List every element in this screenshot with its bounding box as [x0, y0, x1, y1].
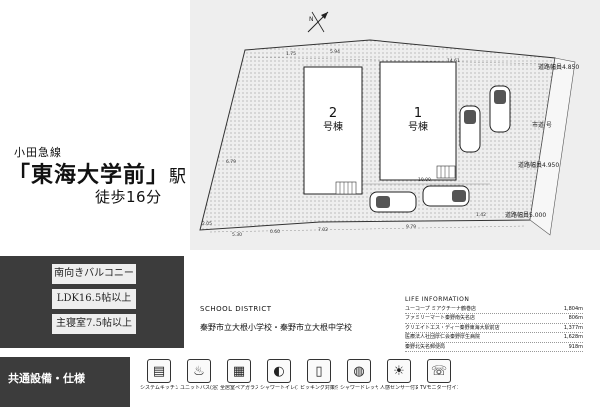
life-info-list: ユーコープ ミアクチーナ鶴巻店 1,804m ファミリーマート秦野南矢名店 806m… — [405, 305, 583, 353]
road-width-label: 道路幅員4.950 — [518, 162, 560, 169]
facility-name: クリエイトエス・ディー秦野東海大駅前店 — [405, 324, 500, 331]
life-info-title: LIFE INFORMATION — [405, 296, 470, 303]
life-info-row: 秦野北矢名郵便局 918m — [405, 343, 583, 353]
facility-name: ファミリーマート秦野南矢名店 — [405, 315, 476, 322]
equipment-item: ♨ ユニットバス(浴室乾燥暖房機付) — [180, 357, 218, 391]
kitchen-icon: ▤ — [147, 359, 171, 383]
building-2 — [303, 66, 363, 195]
road-width-label: 道路幅員4.850 — [538, 64, 580, 71]
station-label: 「東海大学前」 — [8, 163, 170, 188]
equipment-label: システムキッチン(浄水器・食洗機付) — [140, 385, 178, 391]
walk-time: 徒歩16分 — [95, 188, 162, 206]
road-name-label: 市道 号 — [532, 122, 552, 129]
school-district-title: SCHOOL DISTRICT — [200, 305, 272, 313]
equipment-list: ▤ システムキッチン(浄水器・食洗機付) ♨ ユニットバス(浴室乾燥暖房機付) ▦ 全… — [140, 357, 458, 391]
building-2-number: 2 — [328, 106, 338, 121]
equipment-title: 共通設備・仕様 — [0, 357, 130, 407]
school-district-text: 秦野市立大根小学校・秦野市立大根中学校 — [200, 323, 352, 332]
building-2-label: 2 号棟 — [321, 106, 345, 135]
facility-distance: 1,628m — [563, 334, 583, 341]
north-arrow-icon — [307, 11, 329, 33]
life-info-row: 医療法人社団厚仁会秦野厚生病院 1,628m — [405, 333, 583, 343]
stairs-1 — [436, 165, 456, 179]
facility-name: ユーコープ ミアクチーナ鶴巻店 — [405, 306, 477, 312]
equipment-item: ☀ 人感センサー付玄関照明 — [380, 357, 418, 391]
facility-name: 医療法人社団厚仁会秦野厚生病院 — [405, 334, 481, 341]
dimension-label: 1.42 — [476, 213, 487, 218]
window-icon: ▦ — [227, 359, 251, 383]
equipment-label: 全居室ペアガラス — [220, 385, 258, 391]
dimension-label: 7.02 — [318, 228, 329, 233]
life-info-row: ユーコープ ミアクチーナ鶴巻店 1,804m — [405, 305, 583, 315]
life-info-row: クリエイトエス・ディー秦野東海大駅前店 1,377m — [405, 324, 583, 334]
light-icon: ☀ — [387, 359, 411, 383]
life-info-row: ファミリーマート秦野南矢名店 806m — [405, 314, 583, 324]
site-plan: 2 号棟 1 号棟 N 道路幅員4.850 道路幅員4.950 道路幅員5.00… — [190, 0, 600, 250]
facility-distance: 806m — [568, 315, 583, 322]
feature-box: 南向きバルコニー LDK16.5帖以上 主寝室7.5帖以上 — [0, 256, 184, 348]
equipment-label: シャワートイレ(1F・2F) — [260, 385, 298, 391]
door-icon: ▯ — [307, 359, 331, 383]
dimension-label: 9.79 — [406, 225, 417, 230]
dimension-label: 0.60 — [270, 230, 281, 235]
dimension-label: 10.00 — [418, 178, 431, 183]
equipment-label: ピッキング対策付玄関ドア — [300, 385, 338, 391]
road-strip — [529, 57, 576, 236]
equipment-item: ▯ ピッキング対策付玄関ドア — [300, 357, 338, 391]
station-suffix: 駅 — [169, 167, 188, 187]
dimension-label: 14.61 — [447, 59, 460, 64]
feature-badge: 主寝室7.5帖以上 — [52, 314, 136, 334]
stairs-2 — [335, 181, 357, 195]
equipment-label: TVモニター付インターホン — [420, 385, 458, 391]
facility-distance: 1,377m — [563, 324, 583, 331]
road-width-label: 道路幅員5.000 — [505, 212, 547, 219]
building-1-kind: 号棟 — [408, 122, 428, 134]
equipment-label: シャワードレッサー — [340, 385, 378, 391]
equipment-label: 人感センサー付玄関照明 — [380, 385, 418, 391]
building-1-number: 1 — [413, 106, 423, 121]
site-plan-drawing — [190, 0, 600, 250]
equipment-item: ◍ シャワードレッサー — [340, 357, 378, 391]
feature-badge: LDK16.5帖以上 — [52, 289, 136, 309]
dimension-label: 2.05 — [202, 222, 213, 227]
equipment-item: ▦ 全居室ペアガラス — [220, 357, 258, 391]
equipment-item: ◐ シャワートイレ(1F・2F) — [260, 357, 298, 391]
equipment-item: ☏ TVモニター付インターホン — [420, 357, 458, 391]
building-2-kind: 号棟 — [323, 122, 343, 134]
facility-distance: 1,804m — [563, 306, 583, 312]
dimension-label: 6.79 — [226, 160, 237, 165]
building-1 — [379, 61, 457, 181]
feature-badge: 南向きバルコニー — [52, 264, 136, 284]
station-name: 「東海大学前」駅 — [8, 157, 187, 189]
dimension-label: 1.75 — [286, 52, 297, 57]
north-label: N — [309, 16, 314, 23]
train-line-name: 小田急線 — [14, 146, 62, 159]
toilet-icon: ◐ — [267, 359, 291, 383]
bath-icon: ♨ — [187, 359, 211, 383]
dresser-icon: ◍ — [347, 359, 371, 383]
dimension-label: 5.94 — [330, 50, 341, 55]
equipment-label: ユニットバス(浴室乾燥暖房機付) — [180, 385, 218, 391]
equipment-item: ▤ システムキッチン(浄水器・食洗機付) — [140, 357, 178, 391]
facility-distance: 918m — [568, 343, 583, 350]
facility-name: 秦野北矢名郵便局 — [405, 343, 446, 350]
building-1-label: 1 号棟 — [404, 106, 432, 135]
dimension-label: 5.30 — [232, 233, 243, 238]
intercom-icon: ☏ — [427, 359, 451, 383]
